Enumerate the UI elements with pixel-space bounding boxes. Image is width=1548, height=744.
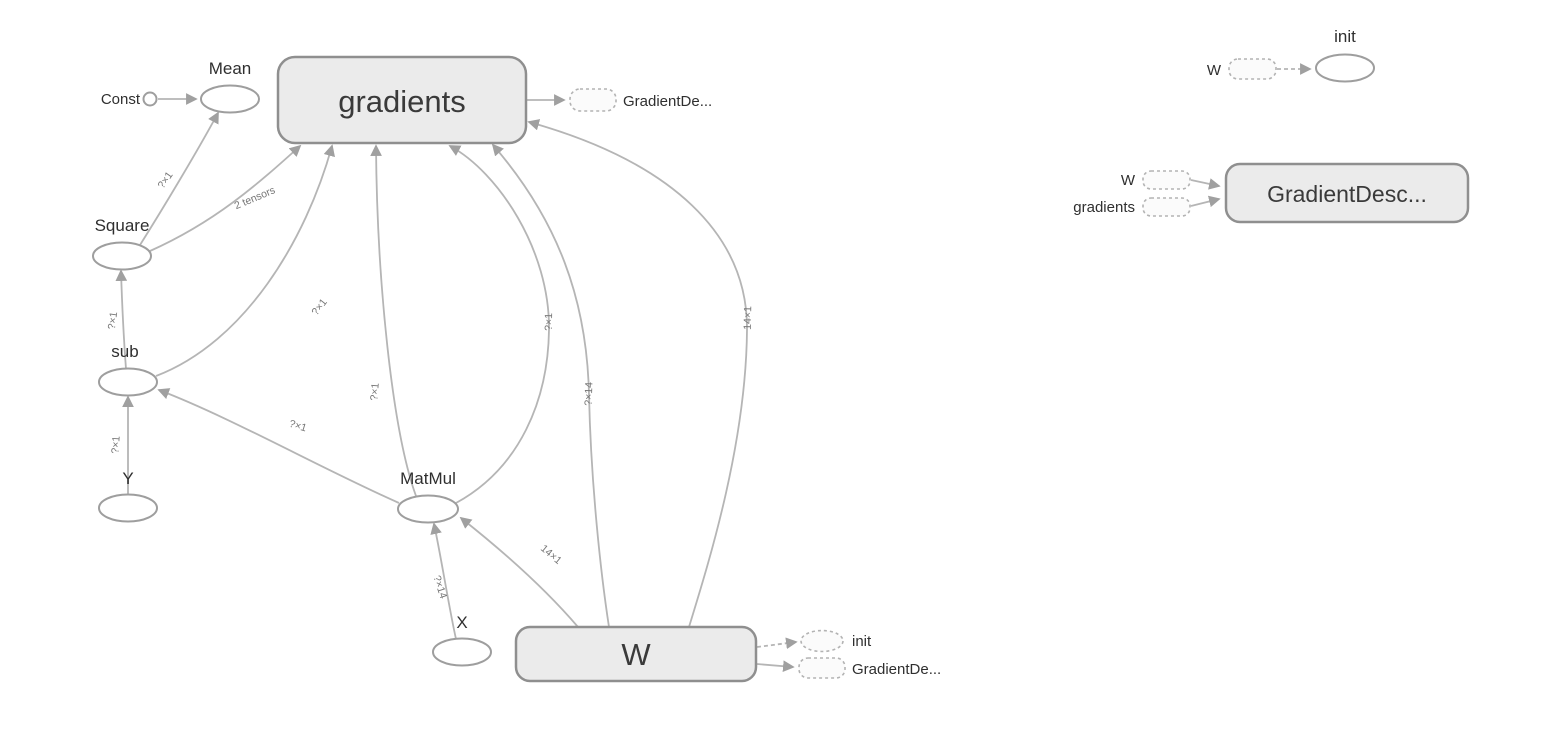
sub-label: sub	[111, 342, 138, 361]
w-init-ref-label: init	[852, 633, 872, 650]
edge-w-matmul	[459, 516, 579, 628]
mean-label: Mean	[209, 59, 252, 78]
sub-ellipse[interactable]	[98, 367, 158, 397]
edge-label-x-matmul: ?×14	[430, 574, 449, 600]
gradient-descent-label: GradientDesc...	[1267, 181, 1427, 207]
w-out-ref-rect[interactable]	[798, 657, 846, 679]
auxiliary-nodes-panel: init W GradientDesc... W gradients	[1073, 27, 1470, 224]
nodes-layer: Const Mean gradients GradientDe... Squar…	[92, 55, 941, 683]
edge-w-gradients-2	[527, 119, 748, 628]
y-ellipse[interactable]	[98, 493, 158, 523]
node-x[interactable]: X	[432, 613, 492, 667]
ref-node-w-out[interactable]: GradientDe...	[798, 657, 941, 679]
node-sub[interactable]: sub	[98, 342, 158, 397]
edge-label-w-gradients-2: 14×1	[742, 306, 754, 330]
edge-w-init-ref	[756, 637, 798, 650]
gradients-out-ref-label: GradientDe...	[623, 93, 712, 110]
aux-node-gradient-descent[interactable]: GradientDesc... W gradients	[1073, 162, 1470, 224]
mean-ellipse[interactable]	[200, 84, 260, 114]
edges-layer	[115, 63, 1312, 673]
node-square[interactable]: Square	[92, 216, 152, 271]
edge-label-matmul-gradients-2: ?×1	[543, 313, 555, 331]
init-input-ref-label: W	[1207, 62, 1222, 79]
node-w[interactable]: W	[514, 625, 758, 683]
gd-input-w-ref-label: W	[1121, 172, 1136, 189]
edge-matmul-gradients-1	[370, 144, 417, 497]
gradients-rect[interactable]	[276, 55, 528, 145]
x-ellipse[interactable]	[432, 637, 492, 667]
w-out-ref-label: GradientDe...	[852, 661, 941, 678]
edge-labels-layer: ?×1 2 tensors ?×1 ?×1 ?×1 ?×1 ?×1 ?×1 ?×…	[106, 169, 754, 600]
edge-label-square-gradients: 2 tensors	[233, 184, 277, 212]
aux-node-init[interactable]: init W	[1207, 27, 1375, 83]
node-matmul[interactable]: MatMul	[397, 469, 459, 524]
const-circle[interactable]	[142, 91, 158, 107]
edge-square-gradients	[149, 144, 302, 252]
gd-input-w-ref-rect[interactable]	[1142, 170, 1191, 190]
node-gradients[interactable]: gradients	[276, 55, 528, 145]
edge-sub-square	[115, 269, 128, 370]
square-ellipse[interactable]	[92, 241, 152, 271]
edge-label-y-sub: ?×1	[109, 435, 122, 454]
w-init-ref-ellipse[interactable]	[800, 629, 844, 653]
edge-gradientsref-gradientdescent	[1190, 195, 1221, 208]
edge-w-out-ref	[756, 660, 795, 673]
w-label: W	[621, 637, 651, 672]
node-const[interactable]: Const	[101, 91, 158, 108]
gd-input-gradients-ref-rect[interactable]	[1142, 197, 1191, 217]
edge-square-mean	[139, 111, 219, 246]
y-label: Y	[122, 469, 133, 488]
matmul-ellipse[interactable]	[397, 494, 459, 524]
ref-node-w-init[interactable]: init	[800, 629, 872, 653]
edge-x-matmul	[430, 522, 457, 640]
gd-input-gradients-ref-label: gradients	[1073, 199, 1135, 216]
edge-label-sub-square: ?×1	[106, 311, 120, 330]
w-rect[interactable]	[514, 625, 758, 683]
edge-label-square-mean: ?×1	[156, 169, 176, 191]
edge-label-matmul-gradients-1: ?×1	[368, 382, 382, 401]
edge-label-w-gradients-1: ?×14	[583, 382, 596, 406]
edge-w-gradients-1	[491, 143, 610, 628]
init-input-ref-rect[interactable]	[1228, 58, 1277, 80]
gradients-out-ref-rect[interactable]	[569, 88, 617, 112]
ref-node-gradients-out[interactable]: GradientDe...	[569, 88, 712, 112]
init-label: init	[1334, 27, 1356, 46]
edge-label-matmul-sub: ?×1	[288, 418, 309, 435]
node-y[interactable]: Y	[98, 469, 158, 523]
gradients-label: gradients	[338, 84, 466, 119]
init-ellipse[interactable]	[1315, 53, 1375, 83]
edge-wref-gradientdescent	[1190, 178, 1221, 190]
const-label: Const	[101, 91, 141, 108]
x-label: X	[456, 613, 467, 632]
gradient-descent-rect[interactable]	[1224, 162, 1470, 224]
edge-matmul-gradients-2	[448, 145, 550, 504]
edge-label-sub-gradients: ?×1	[309, 296, 330, 318]
matmul-label: MatMul	[400, 469, 456, 488]
node-mean[interactable]: Mean	[200, 59, 260, 114]
edge-sub-gradients	[155, 144, 335, 377]
edge-label-w-matmul: 14×1	[538, 543, 564, 567]
edge-matmul-sub	[157, 388, 400, 504]
square-label: Square	[95, 216, 150, 235]
